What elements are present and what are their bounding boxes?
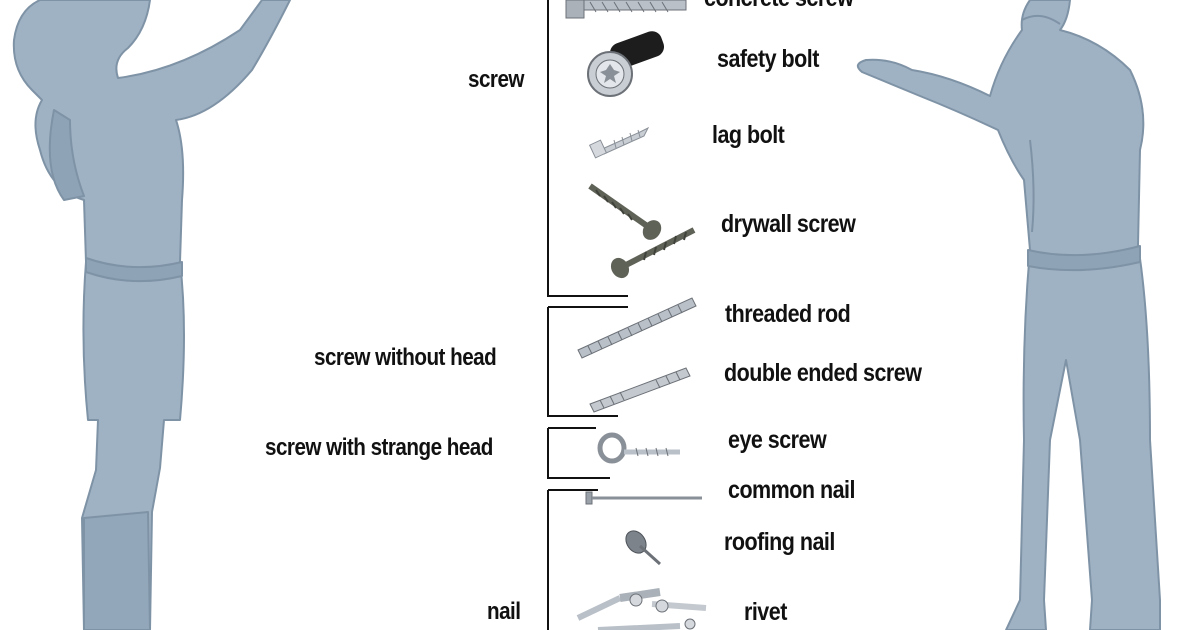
part-double-ended-screw-label: double ended screw [724,359,922,387]
man-figure [856,0,1161,630]
part-roofing-nail-label: roofing nail [724,528,835,556]
bracket-nail [547,489,598,630]
bracket-screw-without-head [547,306,628,417]
category-screw-without-head-label: screw without head [314,344,497,371]
part-concrete-screw-label: concrete screw [704,0,854,11]
common-nail-icon [585,491,702,505]
drywall-screw-icon [588,183,696,279]
eye-screw-icon [597,432,680,464]
part-threaded-rod-label: threaded rod [725,300,851,328]
category-screw-with-strange-head-label: screw with strange head [265,434,493,461]
part-eye-screw-label: eye screw [728,426,827,454]
bracket-screw [547,0,628,297]
concrete-screw-icon [565,0,687,19]
bracket-screw-with-strange-head [547,427,610,479]
lag-bolt-icon [588,126,650,159]
double-ended-screw-icon [589,367,691,413]
roofing-nail-icon [625,530,662,566]
rivet-icon [576,588,707,630]
category-screw-label: screw [468,66,524,93]
part-common-nail-label: common nail [728,476,855,504]
part-lag-bolt-label: lag bolt [712,121,785,149]
woman-figure [12,0,291,630]
part-rivet-label: rivet [744,598,787,626]
threaded-rod-icon [577,297,697,359]
category-brackets [547,0,628,630]
part-safety-bolt-label: safety bolt [717,45,819,73]
safety-bolt-icon [587,31,665,97]
part-drywall-screw-label: drywall screw [721,210,856,238]
category-nail-label: nail [487,598,521,625]
